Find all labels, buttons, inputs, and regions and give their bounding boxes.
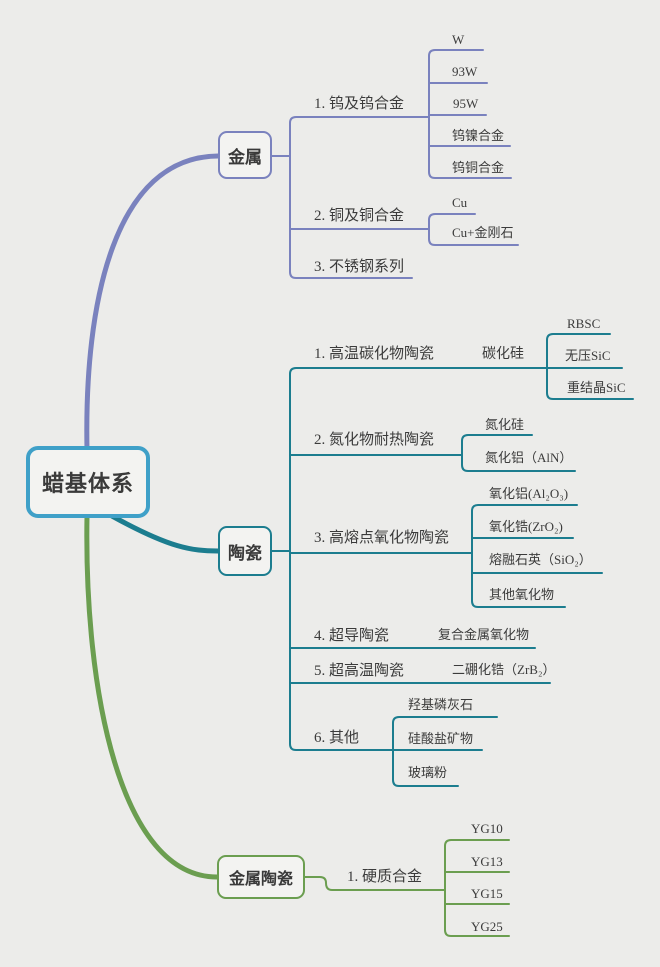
leaf-yg15[interactable]: YG15 — [471, 886, 503, 901]
ceramic-item-superconducting[interactable]: 4. 超导陶瓷 — [314, 628, 390, 644]
leaf-cu[interactable]: Cu — [452, 195, 468, 210]
leaf-yg25[interactable]: YG25 — [471, 919, 503, 934]
metal-item-stainless[interactable]: 3. 不锈钢系列 — [314, 259, 405, 275]
branch-node-ceramic[interactable]: 陶瓷 — [218, 526, 272, 576]
ceramic-item-carbide[interactable]: 1. 高温碳化物陶瓷 — [314, 346, 435, 362]
curve-root-to-ceramic — [109, 513, 221, 554]
ceramic-wires — [271, 333, 634, 787]
metal-item-copper[interactable]: 2. 铜及铜合金 — [314, 208, 405, 224]
leaf-95w[interactable]: 95W — [453, 96, 479, 111]
cermet-wires — [304, 839, 510, 937]
branch-node-metal[interactable]: 金属 — [218, 131, 272, 179]
leaf-yg13[interactable]: YG13 — [471, 854, 503, 869]
metal-wires — [271, 49, 519, 279]
leaf-sio2[interactable]: 熔融石英（SiO₂） — [489, 552, 592, 567]
ceramic-item-nitride[interactable]: 2. 氮化物耐热陶瓷 — [314, 432, 435, 448]
root-branch-curves — [84, 153, 221, 880]
leaf-silicate-mineral[interactable]: 硅酸盐矿物 — [408, 731, 474, 746]
leaf-93w[interactable]: 93W — [452, 64, 478, 79]
leaf-rbsc[interactable]: RBSC — [567, 316, 601, 331]
root-node[interactable]: 蜡基体系 — [26, 446, 150, 518]
leaf-cu-diamond[interactable]: Cu+金刚石 — [452, 225, 514, 240]
curve-root-to-metal — [84, 153, 221, 453]
ceramic-item-other[interactable]: 6. 其他 — [314, 730, 360, 746]
leaf-al2o3[interactable]: 氧化铝(Al₂O₃) — [489, 486, 569, 501]
leaf-zrb2[interactable]: 二硼化锆（ZrB₂） — [452, 662, 556, 677]
leaf-yg10[interactable]: YG10 — [471, 821, 503, 836]
cermet-item-hard-alloy[interactable]: 1. 硬质合金 — [347, 869, 423, 885]
leaf-zro2[interactable]: 氧化锆(ZrO₂) — [489, 519, 563, 534]
mid-node-sic[interactable]: 碳化硅 — [482, 347, 524, 362]
leaf-recrystallized-sic[interactable]: 重结晶SiC — [567, 380, 626, 395]
metal-item-tungsten[interactable]: 1. 钨及钨合金 — [314, 96, 405, 112]
leaf-glass-powder[interactable]: 玻璃粉 — [408, 765, 448, 780]
leaf-other-oxides[interactable]: 其他氧化物 — [489, 587, 555, 602]
leaf-pressureless-sic[interactable]: 无压SiC — [565, 348, 611, 363]
ceramic-item-oxide[interactable]: 3. 高熔点氧化物陶瓷 — [314, 530, 450, 546]
leaf-aln[interactable]: 氮化铝（AlN） — [485, 450, 573, 465]
leaf-hydroxyapatite[interactable]: 羟基磷灰石 — [408, 697, 474, 712]
curve-root-to-cermet — [84, 513, 220, 880]
leaf-si3n4[interactable]: 氮化硅 — [485, 417, 525, 432]
leaf-w[interactable]: W — [452, 32, 465, 47]
leaf-composite-metal-oxide[interactable]: 复合金属氧化物 — [438, 627, 530, 642]
branch-node-cermet[interactable]: 金属陶瓷 — [217, 855, 305, 899]
leaf-w-ni-alloy[interactable]: 钨镍合金 — [452, 128, 505, 143]
leaf-w-cu-alloy[interactable]: 钨铜合金 — [452, 160, 505, 175]
ceramic-item-ultrahigh-temp[interactable]: 5. 超高温陶瓷 — [314, 663, 405, 679]
